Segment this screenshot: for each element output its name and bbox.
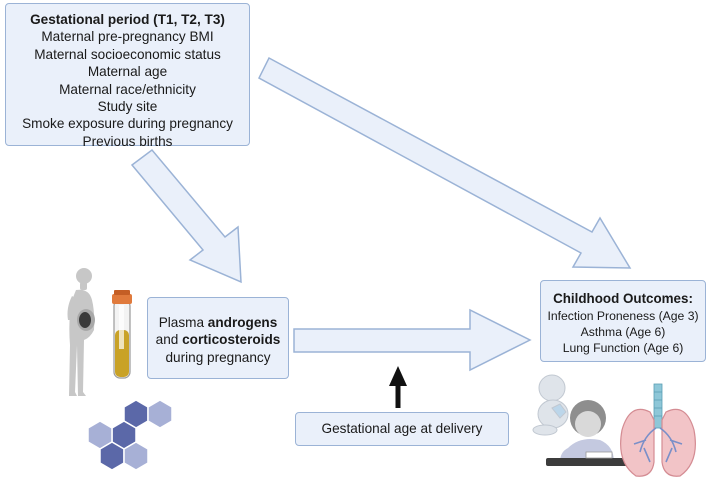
covariate-item: Maternal socioeconomic status	[34, 46, 221, 62]
covariate-item: Smoke exposure during pregnancy	[22, 116, 233, 132]
exposure-line-3: during pregnancy	[165, 349, 271, 365]
covariates-title: Gestational period (T1, T2, T3)	[30, 12, 225, 27]
outcomes-title: Childhood Outcomes:	[553, 291, 693, 306]
covariate-item: Maternal age	[87, 64, 168, 80]
lungs-icon	[620, 383, 696, 477]
outcome-item: Infection Proneness (Age 3)	[547, 309, 699, 323]
molecule-hexagon-icon	[87, 399, 173, 471]
gestational-age-box: Gestational age at delivery	[295, 412, 509, 446]
blood-tube-icon	[112, 290, 132, 379]
arrow-covariates-to-hormones	[130, 148, 242, 284]
outcome-item: Lung Function (Age 6)	[562, 341, 684, 355]
arrow-mediator-head	[389, 366, 407, 386]
outcome-item: Asthma (Age 6)	[580, 325, 666, 339]
covariate-item: Maternal race/ethnicity	[59, 81, 196, 97]
gestational-age-label: Gestational age at delivery	[321, 421, 483, 436]
exposure-line-1: Plasma androgens	[158, 315, 278, 330]
outcomes-box: Childhood Outcomes: Infection Proneness …	[540, 280, 706, 362]
child-writing-icon	[546, 400, 628, 466]
pregnant-woman-icon	[67, 268, 95, 396]
arrow-covariates-to-outcomes	[258, 56, 632, 269]
arrow-hormones-to-outcomes	[293, 308, 532, 372]
baby-icon	[532, 374, 569, 436]
covariates-box: Gestational period (T1, T2, T3) Maternal…	[5, 3, 250, 149]
exposure-line-2: and corticosteroids	[155, 332, 281, 348]
covariate-item: Previous births	[82, 133, 173, 149]
exposure-box: Plasma androgens and corticosteroids dur…	[147, 297, 289, 379]
covariate-item: Study site	[97, 99, 158, 115]
covariate-item: Maternal pre-pregnancy BMI	[41, 29, 214, 45]
